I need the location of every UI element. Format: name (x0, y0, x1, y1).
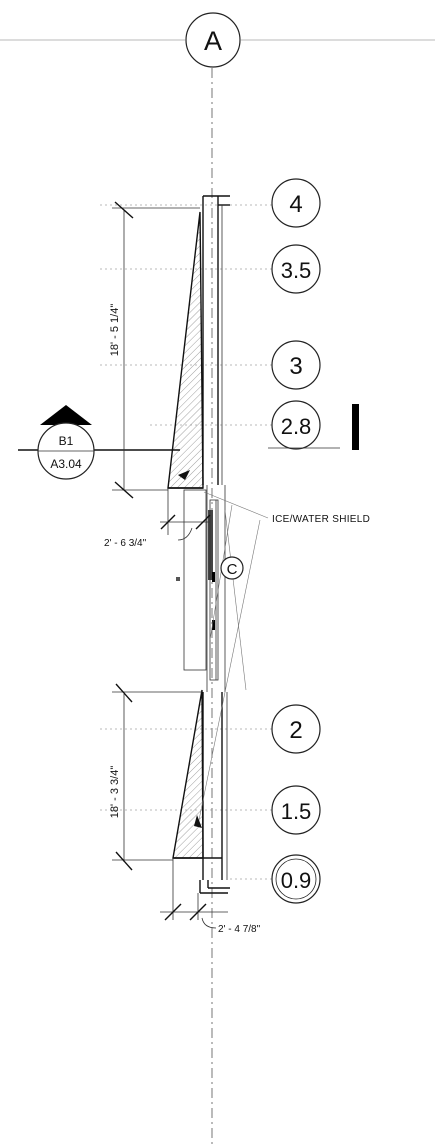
section-marker[interactable]: B1 A3.04 (18, 405, 180, 480)
upper-overhang-label: 2' - 6 3/4" (104, 538, 147, 549)
upper-height-dimension: 18' - 5 1/4" (109, 201, 200, 499)
level-label-3-5: 3.5 (281, 258, 312, 283)
level-label-2: 2 (289, 717, 302, 744)
level-label-2-8: 2.8 (281, 414, 312, 439)
grid-line-a (0, 39, 435, 1146)
lower-overhang-label: 2' - 4 7/8" (218, 924, 261, 935)
level-bubble-1-5[interactable]: 1.5 (271, 785, 321, 835)
lower-height-label: 18' - 3 3/4" (109, 766, 121, 819)
grid-label: A (204, 26, 222, 56)
level-bubble-3[interactable]: 3 (271, 340, 321, 390)
shield-leaders (178, 470, 269, 828)
level-label-1-5: 1.5 (281, 799, 312, 824)
callout-label: C (227, 561, 238, 578)
grid-bubble-a[interactable]: A (185, 12, 241, 68)
level-bubble-4[interactable]: 4 (271, 178, 321, 228)
shield-annotation: ICE/WATER SHIELD (272, 514, 370, 525)
window-box (176, 489, 219, 681)
level-bubble-0-9[interactable]: 0.9 (271, 854, 321, 904)
lower-wedge (172, 689, 222, 859)
level-2-8-bar (352, 404, 359, 450)
lower-overhang-dimension: 2' - 4 7/8" (160, 858, 261, 935)
level-label-0-9: 0.9 (281, 868, 312, 893)
upper-wedge (167, 211, 204, 489)
level-bubble-2[interactable]: 2 (271, 704, 321, 754)
callout-c[interactable]: C (220, 556, 244, 580)
section-sheet: A3.04 (50, 457, 82, 471)
upper-overhang-dimension: 2' - 6 3/4" (104, 488, 211, 549)
level-bubble-3-5[interactable]: 3.5 (271, 244, 321, 294)
section-detail: B1 (59, 434, 74, 448)
level-bubble-2-8[interactable]: 2.8 (271, 400, 321, 450)
upper-height-label: 18' - 5 1/4" (109, 304, 121, 357)
level-label-4: 4 (289, 191, 302, 218)
level-label-3: 3 (289, 353, 302, 380)
lower-height-dimension: 18' - 3 3/4" (109, 683, 202, 871)
